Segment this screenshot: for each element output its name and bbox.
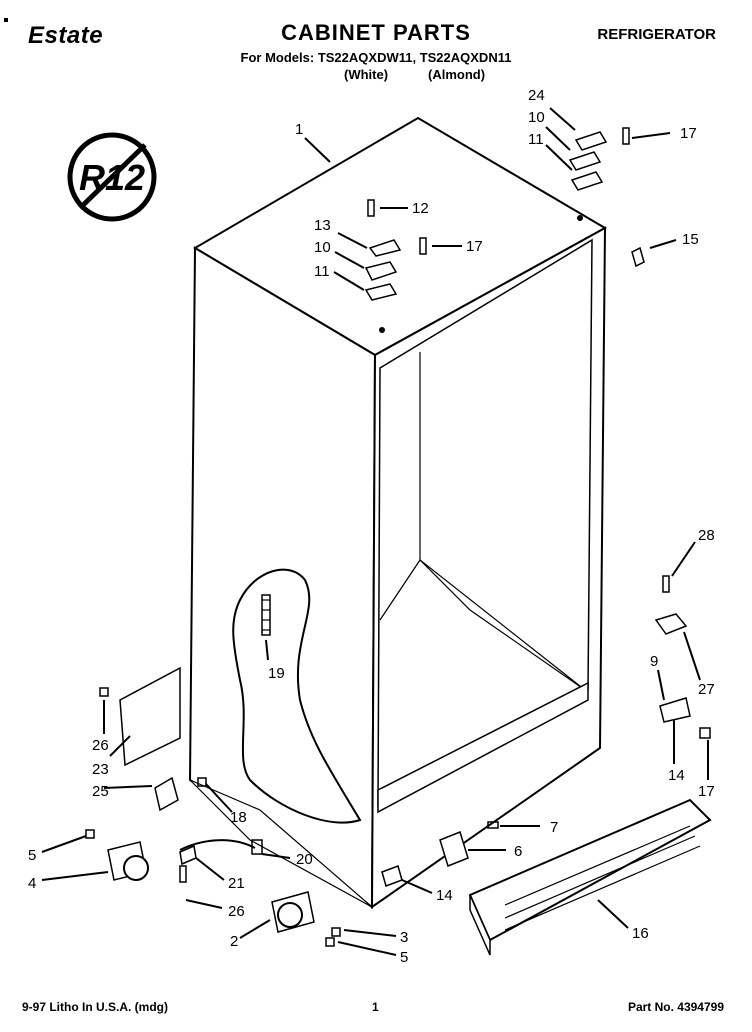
top-hinge-center	[364, 199, 427, 333]
brand-logo: Estate	[28, 22, 104, 49]
part-number: Part No. 4394799	[627, 1000, 724, 1014]
callout-11: 11	[314, 263, 330, 280]
leveling-parts	[381, 821, 499, 887]
roller-assembly-left	[85, 829, 149, 881]
r12-badge: R12	[67, 132, 157, 222]
callout-9: 9	[650, 653, 658, 670]
callout-4: 4	[28, 875, 36, 892]
registration-dot	[4, 18, 8, 22]
page-title: CABINET PARTS	[281, 20, 471, 45]
callout-19: 19	[268, 665, 285, 682]
callout-16: 16	[632, 925, 649, 942]
callout-6: 6	[514, 843, 522, 860]
appliance-category: REFRIGERATOR	[597, 26, 716, 43]
callout-13: 13	[314, 217, 331, 234]
callout-17: 17	[680, 125, 697, 142]
callout-11: 11	[528, 131, 544, 148]
callout-26: 26	[92, 737, 109, 754]
callout-17: 17	[466, 238, 483, 255]
callout-10: 10	[314, 239, 331, 256]
callout-15: 15	[682, 231, 699, 248]
callout-18: 18	[230, 809, 247, 826]
color-almond: (Almond)	[428, 67, 486, 82]
page-number: 1	[372, 1000, 379, 1014]
color-white: (White)	[344, 67, 389, 82]
callout-17: 17	[698, 783, 715, 800]
top-hinge-right	[568, 127, 645, 268]
callout-3: 3	[400, 929, 408, 946]
print-info: 9-97 Litho In U.S.A. (mdg)	[22, 1000, 168, 1014]
toe-grille	[468, 798, 712, 956]
callout-2: 2	[230, 933, 238, 950]
callout-20: 20	[296, 851, 313, 868]
callout-7: 7	[550, 819, 558, 836]
callout-5: 5	[400, 949, 408, 966]
callout-28: 28	[698, 527, 715, 544]
callout-12: 12	[412, 200, 429, 217]
model-numbers: For Models: TS22AQXDW11, TS22AQXDN11	[240, 50, 512, 65]
callout-14: 14	[436, 887, 453, 904]
callout-26: 26	[228, 903, 245, 920]
callout-21: 21	[228, 875, 245, 892]
callout-14: 14	[668, 767, 685, 784]
roller-assembly-front	[271, 891, 341, 947]
callout-23: 23	[92, 761, 109, 778]
callout-1: 1	[295, 121, 303, 138]
cabinet-body	[188, 116, 608, 909]
callout-labels: 1 24 10 11 17 12 13 10 17 11 15 28 19 9 …	[28, 87, 715, 966]
callout-25: 25	[92, 783, 109, 800]
r12-text: R12	[79, 157, 145, 198]
right-bracket-parts	[654, 575, 711, 739]
callout-5: 5	[28, 847, 36, 864]
callout-24: 24	[528, 87, 545, 104]
callout-10: 10	[528, 109, 545, 126]
callout-27: 27	[698, 681, 715, 698]
leader-lines	[41, 107, 709, 956]
